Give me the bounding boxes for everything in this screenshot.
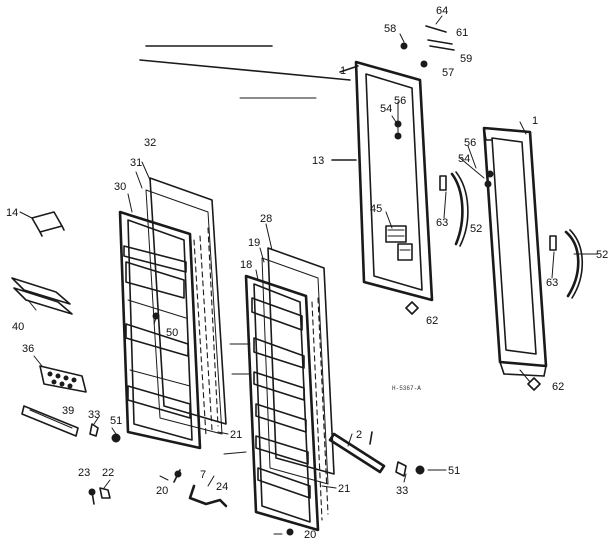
callout-33-right: 33 — [396, 485, 408, 497]
callout-2: 2 — [356, 429, 362, 441]
callout-50: 50 — [166, 327, 178, 339]
callout-61: 61 — [456, 27, 468, 39]
callout-13: 13 — [312, 155, 324, 167]
callout-32: 32 — [144, 137, 156, 149]
callout-20-left: 20 — [156, 485, 168, 497]
background-lines — [139, 45, 351, 99]
callout-7: 7 — [200, 469, 206, 481]
gasket-frame-1 — [482, 121, 548, 391]
callout-64: 64 — [436, 5, 448, 17]
callout-1-top: 1 — [340, 65, 346, 77]
rail-39 — [21, 405, 79, 437]
callout-57: 57 — [442, 67, 454, 79]
lower-hinge-parts-right — [328, 431, 425, 477]
door-panel-13 — [331, 60, 434, 315]
callout-63-right: 63 — [546, 277, 558, 289]
callout-19: 19 — [248, 237, 260, 249]
callout-51-left: 51 — [110, 415, 122, 427]
hinge-parts-top — [399, 15, 455, 68]
shelf-40 — [11, 277, 73, 315]
callout-22: 22 — [102, 467, 114, 479]
lower-hinge-parts-left — [88, 423, 294, 536]
shelf-bracket-14 — [19, 211, 65, 237]
callout-51-right: 51 — [448, 465, 460, 477]
callout-56-frame: 56 — [464, 137, 476, 149]
leader-lines — [93, 101, 555, 535]
callout-30: 30 — [114, 181, 126, 193]
callout-14: 14 — [6, 207, 18, 219]
callout-18: 18 — [240, 259, 252, 271]
door-handles-52 — [439, 171, 599, 299]
callout-52: 52 — [470, 223, 482, 235]
callout-33-left: 33 — [88, 409, 100, 421]
callout-39: 39 — [62, 405, 74, 417]
callout-24: 24 — [216, 481, 228, 493]
callout-56-panel: 56 — [394, 95, 406, 107]
drawing-code: H-5367-A — [392, 385, 421, 392]
callout-21-right: 21 — [338, 483, 350, 495]
callout-40: 40 — [12, 321, 24, 333]
callout-28: 28 — [260, 213, 272, 225]
callout-62-frame: 62 — [552, 381, 564, 393]
callout-63-left: 63 — [436, 217, 448, 229]
callout-54-frame: 54 — [458, 153, 470, 165]
egg-tray-36 — [33, 355, 87, 393]
freezer-door-30 — [118, 177, 229, 450]
callout-23: 23 — [78, 467, 90, 479]
callout-45: 45 — [370, 203, 382, 215]
callout-20-bottom: 20 — [304, 529, 316, 541]
callout-52-edge: 52 — [596, 249, 608, 261]
callout-59: 59 — [460, 53, 472, 65]
callout-36: 36 — [22, 343, 34, 355]
callout-58: 58 — [384, 23, 396, 35]
fresh-food-door-28 — [223, 247, 337, 532]
callout-31: 31 — [130, 157, 142, 169]
callout-21-left: 21 — [230, 429, 242, 441]
callout-labels: 1 1 2 7 13 14 18 19 20 20 21 21 22 23 24… — [6, 5, 608, 541]
callout-62-panel: 62 — [426, 315, 438, 327]
callout-54-panel: 54 — [380, 103, 392, 115]
callout-1-right: 1 — [532, 115, 538, 127]
